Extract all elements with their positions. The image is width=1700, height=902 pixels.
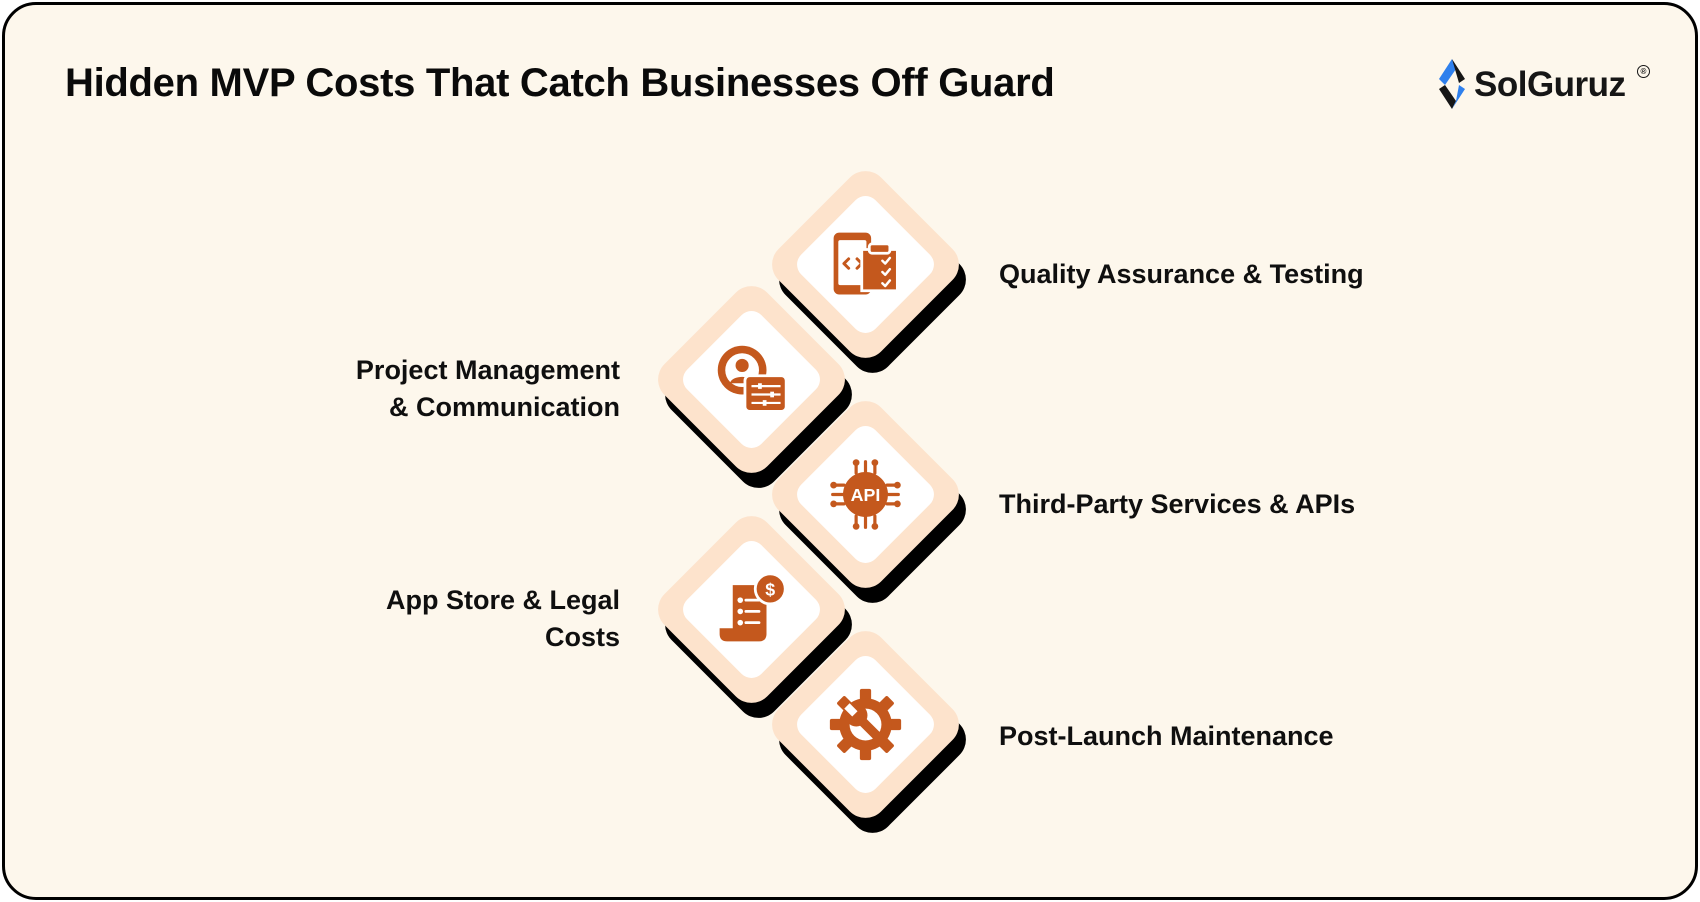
label-post-launch: Post-Launch Maintenance — [999, 721, 1334, 751]
svg-text:$: $ — [765, 579, 775, 599]
project-manager-icon — [717, 345, 788, 413]
api-chip-icon: API — [830, 459, 901, 530]
tile-third-party-apis: API — [762, 391, 976, 613]
label-quality-assurance: Quality Assurance & Testing — [999, 259, 1364, 289]
registered-mark: ® — [1637, 65, 1650, 78]
brand-logo: SolGuruz ® — [1432, 55, 1652, 115]
tile-project-management — [648, 276, 862, 498]
gear-wrench-icon — [829, 688, 902, 761]
svg-text:API: API — [851, 485, 881, 505]
mobile-testing-icon — [833, 232, 899, 295]
tile-quality-assurance — [762, 161, 976, 383]
label-third-party-apis: Third-Party Services & APIs — [999, 489, 1356, 519]
invoice-dollar-icon: $ — [719, 572, 787, 642]
page-title: Hidden MVP Costs That Catch Businesses O… — [65, 61, 1055, 105]
solguruz-logo-icon — [1439, 59, 1465, 109]
brand-name: SolGuruz — [1474, 65, 1626, 104]
tile-app-store-legal: $ — [648, 506, 862, 728]
label-app-store-legal: App Store & Legal Costs — [385, 585, 620, 652]
tile-post-launch — [762, 621, 976, 843]
label-project-management: Project Management & Communication — [355, 355, 620, 422]
